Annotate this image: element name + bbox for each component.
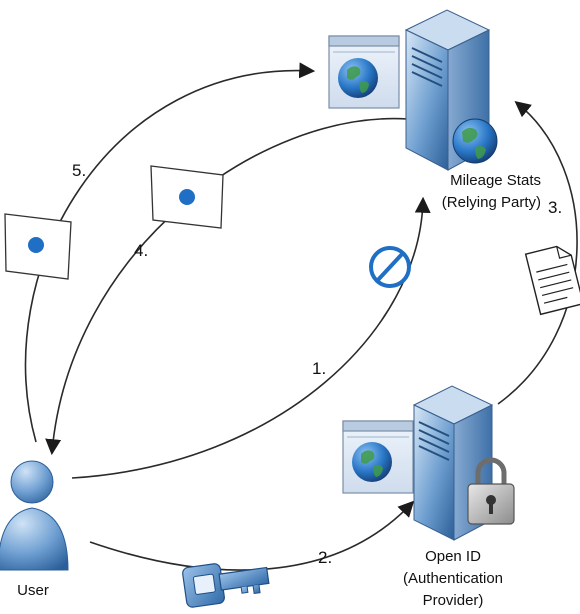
step-3-label: 3. [548, 198, 563, 217]
relying-party-server [328, 9, 498, 171]
globe-icon [452, 118, 498, 164]
no-entry-icon [369, 246, 411, 288]
document-icon [524, 245, 580, 316]
browser-window-icon [342, 420, 414, 494]
flow-arrow-step-4 [45, 117, 409, 456]
globe-icon [338, 58, 378, 98]
token-card-icon [4, 213, 72, 280]
globe-icon [352, 442, 392, 482]
relying-party-role-label: (Relying Party) [441, 194, 541, 211]
key-icon [182, 563, 270, 608]
flow-arrow-step-3 [497, 100, 578, 405]
step-2-label: 2. [318, 548, 333, 567]
provider-name-label: Open ID [425, 548, 481, 565]
flow-arrow-step-5 [24, 62, 316, 443]
padlock-icon [467, 457, 515, 525]
provider-role-label-line1: (Authentication [402, 570, 504, 587]
authentication-provider-server [342, 385, 515, 541]
step-5-label: 5. [72, 161, 87, 180]
flow-arrow-step-1 [71, 196, 431, 479]
user-label: User [17, 582, 49, 599]
step-1-label: 1. [312, 359, 327, 378]
user-icon [0, 460, 69, 571]
provider-role-label-line2: Provider) [422, 592, 484, 609]
step-4-label: 4. [134, 241, 149, 260]
browser-window-icon [328, 35, 400, 109]
flow-arrow-step-2 [89, 500, 415, 571]
relying-party-name-label: Mileage Stats [450, 172, 541, 189]
token-card-icon [150, 165, 224, 229]
